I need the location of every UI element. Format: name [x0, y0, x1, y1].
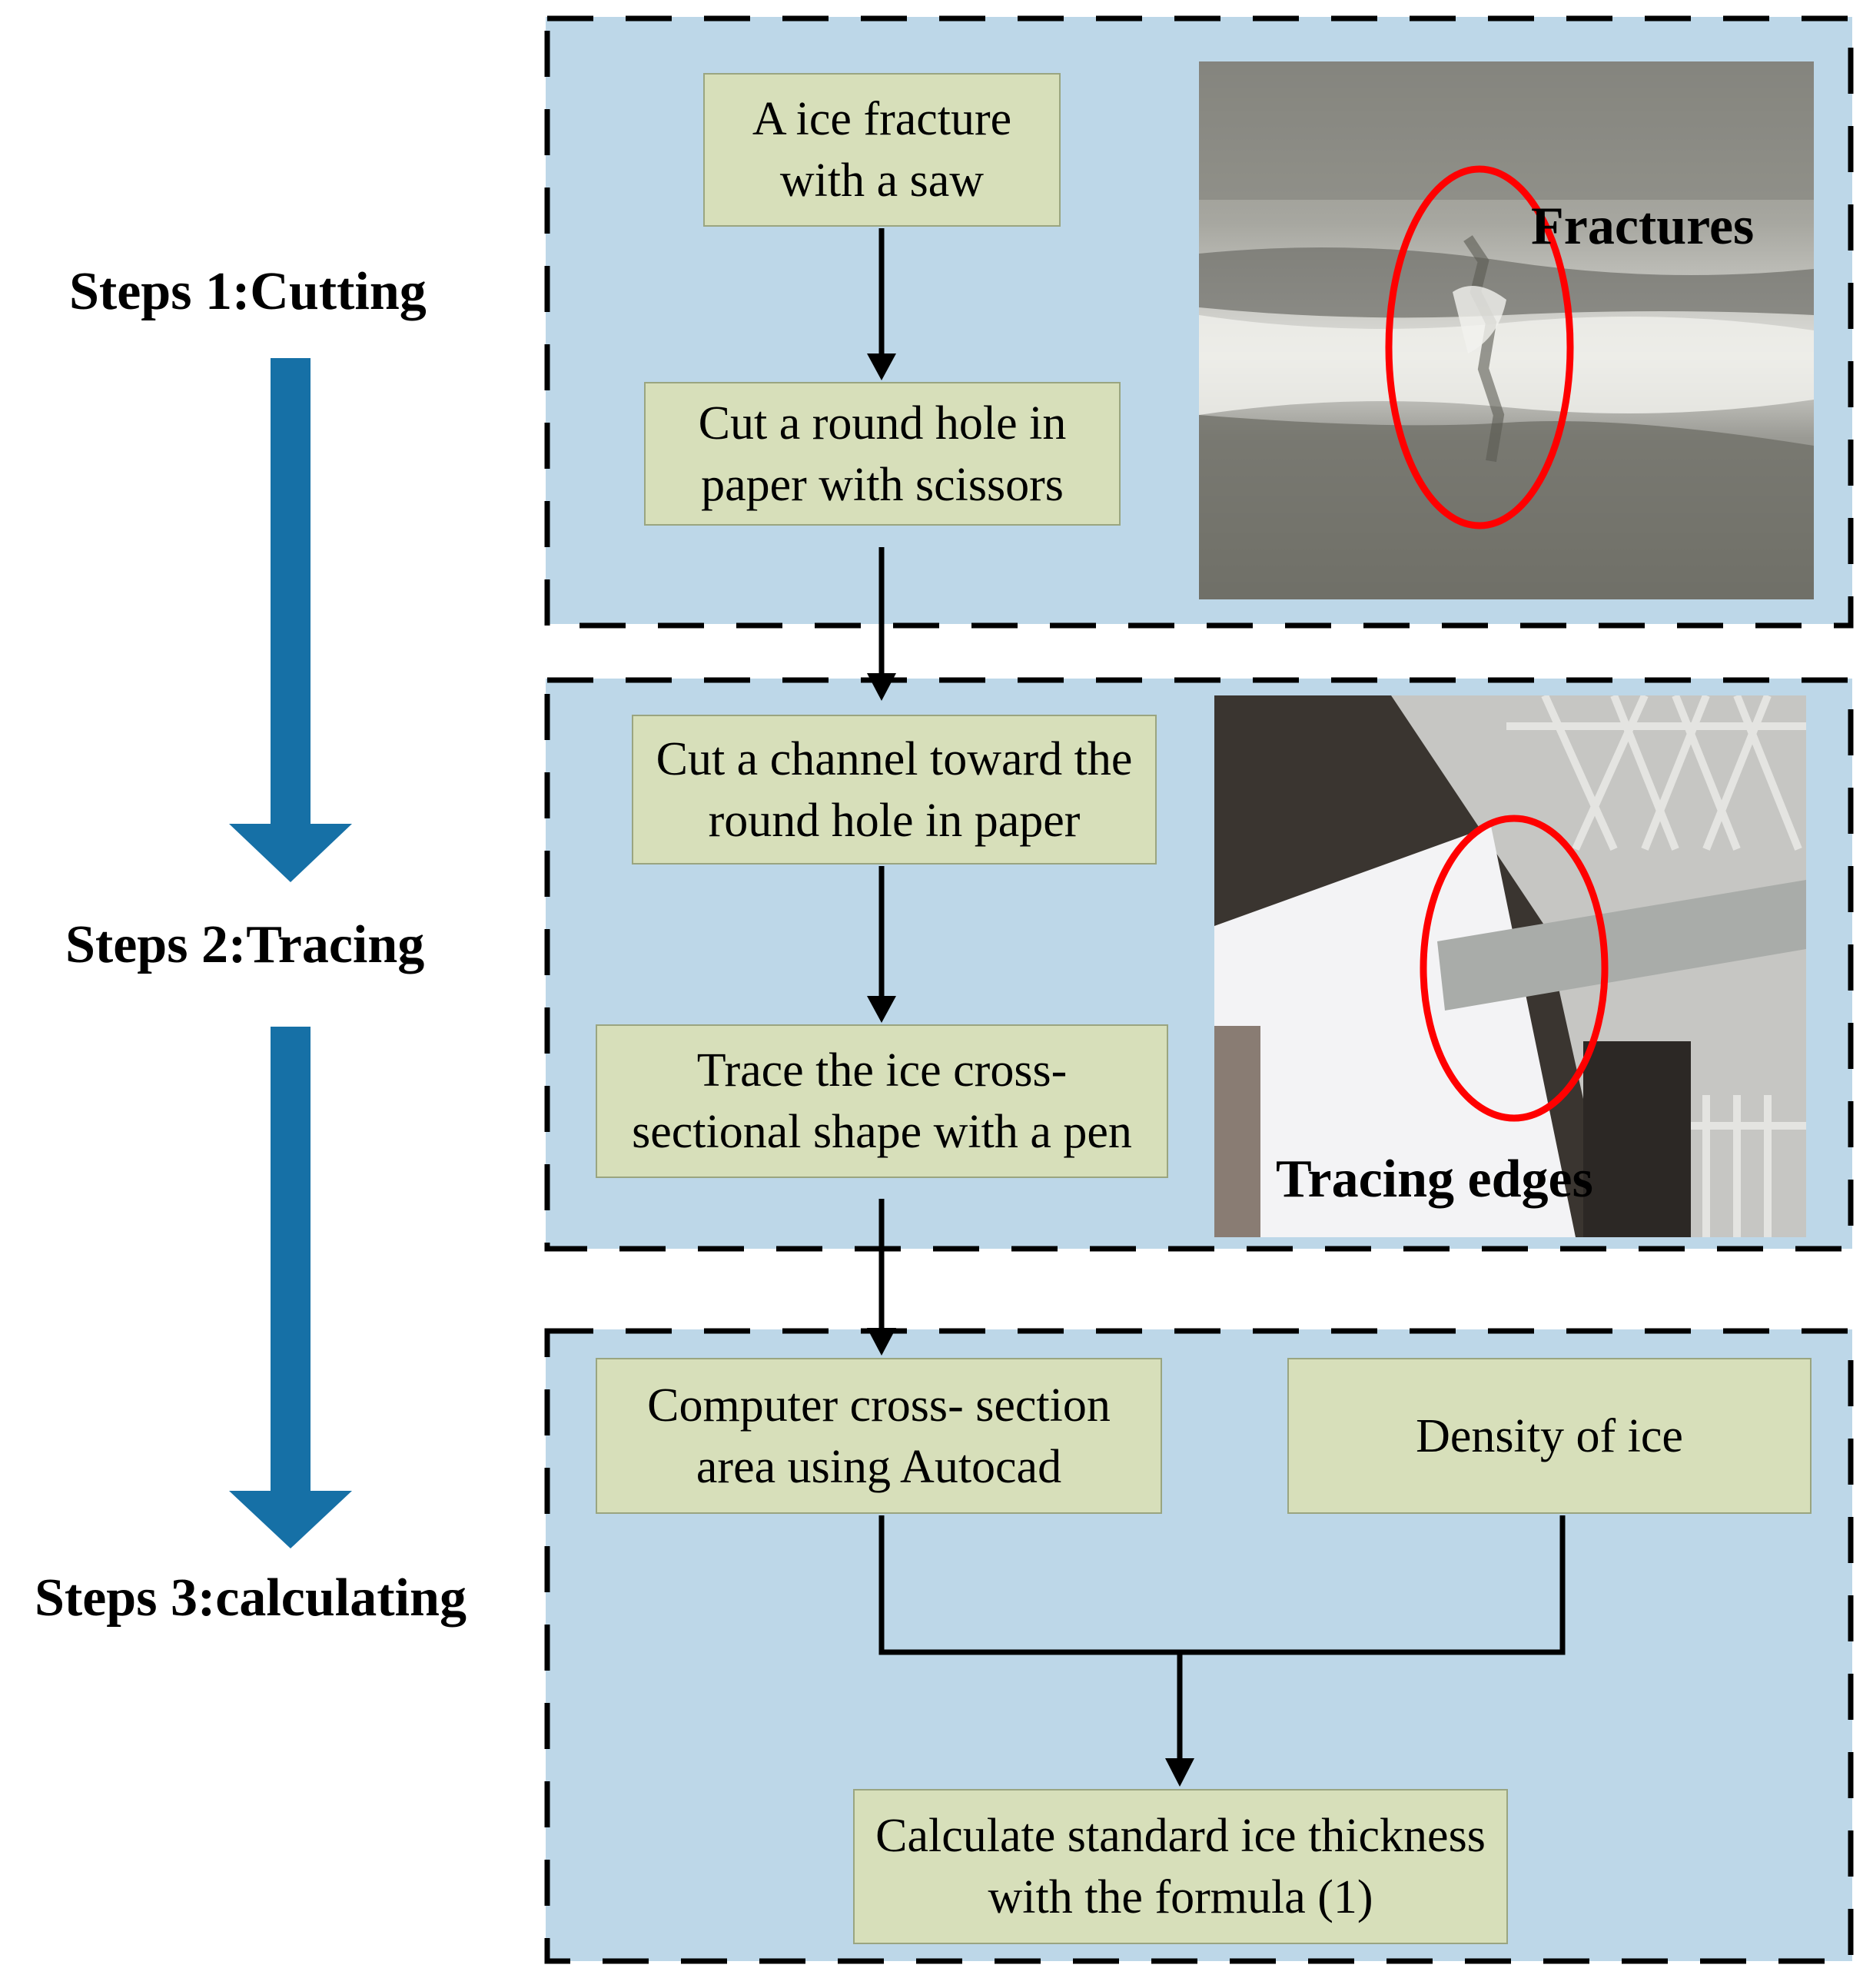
step-3-label: Steps 3:calculating [35, 1568, 467, 1628]
box-calculate-thickness: Calculate standard ice thickness with th… [853, 1789, 1508, 1944]
step-2-label: Steps 2:Tracing [65, 915, 425, 974]
arrowhead-4 [867, 1328, 896, 1356]
tracing-edges-label: Tracing edges [1276, 1150, 1593, 1209]
big-arrow-1 [229, 358, 352, 882]
box-ice-fracture-saw: A ice fracture with a saw [703, 73, 1061, 227]
arrowhead-3 [867, 996, 896, 1023]
arrowhead-1 [867, 353, 896, 380]
panel-cutting-border [544, 15, 1854, 629]
box-compute-area: Computer cross- section area using Autoc… [596, 1358, 1162, 1514]
fractures-label: Fractures [1531, 197, 1755, 256]
tracing-highlight-ellipse [1420, 815, 1609, 1122]
tracing-photo [1214, 695, 1806, 1237]
box-cut-round-hole: Cut a round hole in paper with scissors [644, 382, 1121, 526]
step-1-label: Steps 1:Cutting [69, 262, 427, 321]
fracture-highlight-ellipse [1385, 165, 1574, 529]
panel-tracing-border [544, 677, 1854, 1252]
box-cut-channel: Cut a channel toward the round hole in p… [632, 715, 1157, 865]
arrowhead-5 [1165, 1758, 1194, 1787]
box-density-of-ice: Density of ice [1287, 1358, 1812, 1514]
tracing-photo-image [1214, 695, 1806, 1237]
panel-calculating-border [544, 1328, 1854, 1964]
connector-merge [878, 1515, 1566, 1655]
box-trace-shape: Trace the ice cross-sectional shape with… [596, 1024, 1168, 1178]
arrowhead-2 [867, 673, 896, 701]
big-arrow-2 [229, 1027, 352, 1548]
